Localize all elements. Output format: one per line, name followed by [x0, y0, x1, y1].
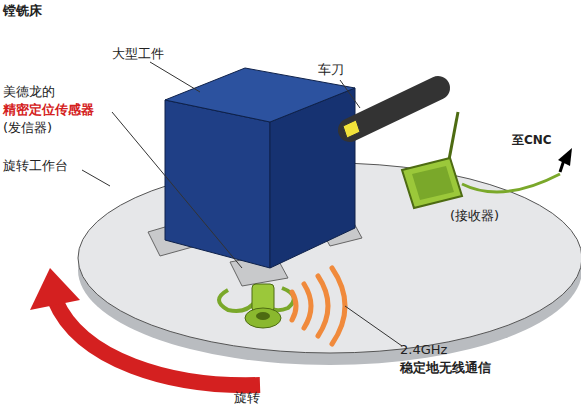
- workpiece-front: [165, 100, 270, 268]
- part-label: 车刀: [318, 62, 344, 78]
- rotation-arrow: [55, 300, 260, 385]
- cutting-tool: [350, 88, 438, 130]
- cnc-arrowhead: [558, 148, 572, 166]
- cnc-cable: [462, 174, 560, 192]
- part-label: 至CNC: [512, 132, 552, 148]
- part-label: (接收器): [450, 208, 499, 224]
- part-label: 2.4GHz: [400, 342, 447, 358]
- part-label: 稳定地无线通信: [400, 360, 491, 376]
- receiver: [402, 158, 462, 208]
- leader-lines: [82, 62, 402, 346]
- part-label: 旋转: [234, 390, 260, 406]
- part-label: 美德龙的: [3, 84, 55, 100]
- antenna: [448, 112, 458, 165]
- rotation-arrowhead: [30, 268, 80, 310]
- receiver-face: [412, 166, 454, 200]
- diagram-title: 镗铣床: [3, 3, 42, 19]
- part-label: 旋转工作台: [3, 158, 68, 174]
- sensor-cable: [219, 290, 256, 311]
- part-label: 精密定位传感器: [3, 102, 94, 118]
- part-label: 大型工件: [112, 46, 164, 62]
- radio-waves: [292, 268, 345, 344]
- part-label: (发信器): [3, 120, 52, 136]
- sensor-base: [245, 308, 281, 328]
- tool-tip: [343, 120, 360, 138]
- sensor-lens: [256, 312, 270, 320]
